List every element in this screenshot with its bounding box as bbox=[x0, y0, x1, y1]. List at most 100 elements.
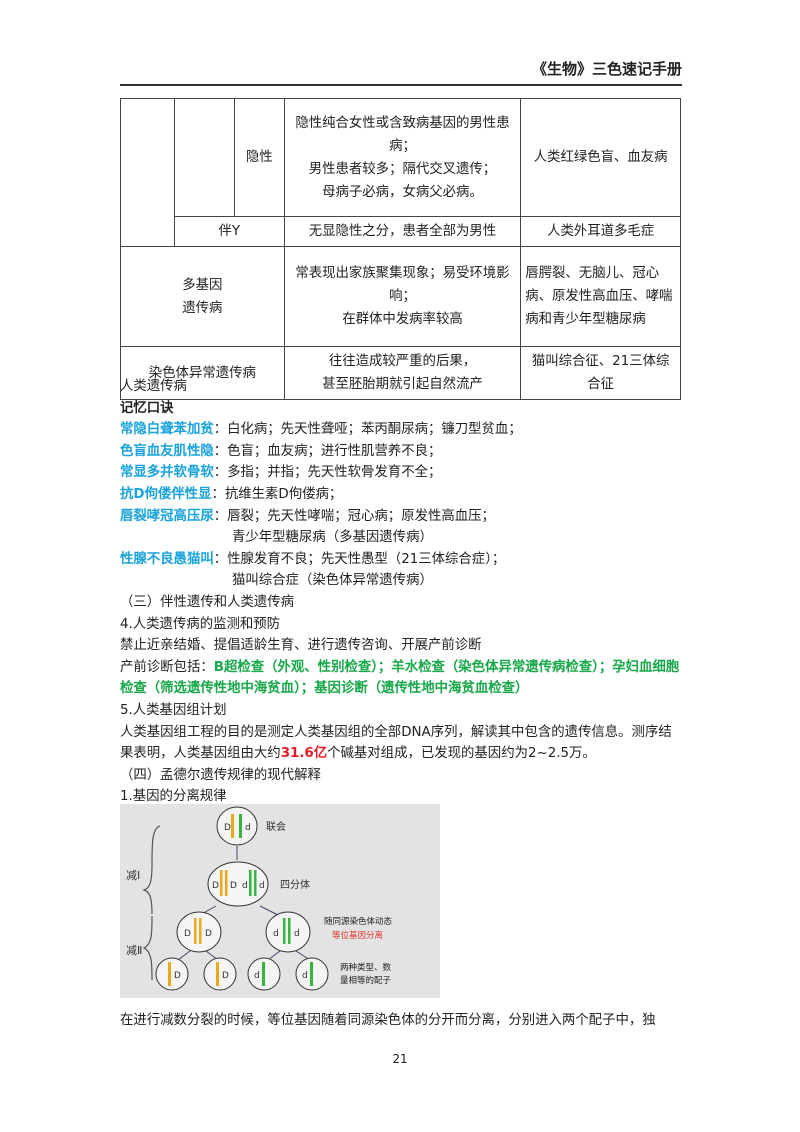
table-cell-chromosomal-feature: 往往造成较严重的后果， 甚至胚胎期就引起自然流产 bbox=[283, 346, 522, 400]
mnemonic-key: 色盲血友肌性隐 bbox=[120, 443, 214, 459]
prenatal-prefix: 产前诊断包括： bbox=[120, 659, 214, 675]
table-cell-polygenic-example: 唇腭裂、无脑儿、冠心病、原发性高血压、哮喘病和青少年型糖尿病 bbox=[520, 246, 681, 347]
note-gamete-types: 两种类型、数 bbox=[340, 962, 392, 973]
mnemonic-line: 性腺不良愚猫叫：性腺发育不良；先天性愚型（21三体综合症）； bbox=[120, 549, 685, 571]
table-cell-polygenic: 多基因 遗传病 bbox=[120, 246, 285, 347]
gene-label: D bbox=[230, 881, 237, 891]
table-cell-blank bbox=[173, 98, 235, 217]
chromosome-green bbox=[262, 962, 265, 986]
table-row: 多基因 遗传病 常表现出家族聚集现象；易受环境影响； 在群体中发病率较高 唇腭裂… bbox=[120, 246, 681, 347]
chromosome-yellow bbox=[194, 918, 197, 944]
mnemonic-key: 抗D佝偻伴性显 bbox=[120, 486, 212, 502]
table-cell-recessive: 隐性 bbox=[233, 98, 285, 217]
chromosome-green bbox=[239, 814, 242, 838]
gene-label: d bbox=[273, 929, 279, 939]
cell-tetrad bbox=[207, 861, 269, 907]
paragraph: 禁止近亲结婚、提倡适龄生育、进行遗传咨询、开展产前诊断 bbox=[120, 638, 482, 654]
gene-label: d bbox=[302, 971, 308, 981]
table-text: 母病子必病，女病父必病。 bbox=[322, 184, 483, 200]
table-cell-y-example: 人类外耳道多毛症 bbox=[520, 216, 681, 247]
bracket-meiosis1 bbox=[142, 825, 161, 915]
mnemonic-line: 常显多并软骨软：多指；并指；先天性软骨发育不全； bbox=[120, 462, 685, 484]
table-cell-recessive-example: 人类红绿色盲、血友病 bbox=[520, 98, 681, 217]
section-heading: 5.人类基因组计划 bbox=[120, 702, 227, 718]
table-cell-y-feature: 无显隐性之分，患者全部为男性 bbox=[283, 216, 522, 247]
genetic-disease-table: 隐性 隐性纯合女性或含致病基因的男性患病； 男性患者较多；隔代交叉遗传； 母病子… bbox=[120, 98, 681, 400]
header-title: 《生物》三色速记手册 bbox=[531, 60, 682, 78]
table-row: 伴Y 无显隐性之分，患者全部为男性 人类外耳道多毛症 bbox=[121, 216, 681, 247]
gene-label: d bbox=[259, 881, 265, 891]
table-text: 遗传病 bbox=[182, 300, 223, 316]
section-heading: 1.基因的分离规律 bbox=[120, 789, 227, 805]
table-cell-y-linked: 伴Y bbox=[173, 216, 285, 247]
table-text: 常表现出家族聚集现象；易受环境影响； bbox=[295, 266, 510, 304]
chromosome-green bbox=[254, 870, 257, 896]
gene-label: D bbox=[212, 881, 219, 891]
gene-label: D bbox=[222, 971, 229, 981]
section-heading: （三）伴性遗传和人类遗传病 bbox=[120, 594, 295, 610]
table-cell-chromosomal-example: 猫叫综合征、21三体综合征 bbox=[520, 346, 681, 400]
mnemonic-key: 性腺不良愚猫叫 bbox=[120, 551, 214, 567]
section-heading: 4.人类遗传病的监测和预防 bbox=[120, 616, 281, 632]
mnemonic-text: ：多指；并指；先天性软骨发育不全； bbox=[213, 465, 442, 481]
mnemonic-text: ：抗维生素D佝偻病； bbox=[211, 486, 343, 502]
mnemonic-text: ：白化病；先天性聋哑；苯丙酮尿病；镰刀型贫血； bbox=[213, 422, 522, 438]
genome-paragraph: 人类基因组工程的目的是测定人类基因组的全部DNA序列，解读其中包含的遗传信息。测… bbox=[120, 722, 685, 765]
gene-label: D bbox=[224, 823, 231, 833]
table-text: 往往造成较严重的后果， bbox=[328, 354, 477, 369]
gene-label: D bbox=[174, 971, 181, 981]
bracket-meiosis2 bbox=[142, 915, 153, 981]
gene-label: d bbox=[242, 881, 248, 891]
gamete-D bbox=[203, 957, 237, 991]
section-heading: （四）孟德尔遗传规律的现代解释 bbox=[120, 767, 321, 783]
note-gamete-equal: 量相等的配子 bbox=[340, 975, 392, 986]
table-text: 隐性纯合女性或含致病基因的男性患病； bbox=[295, 115, 510, 154]
chromosome-green bbox=[310, 962, 313, 986]
header-rule bbox=[120, 84, 682, 86]
mnemonic-line: 常隐白聋苯加贫：白化病；先天性聋哑；苯丙酮尿病；镰刀型贫血； bbox=[120, 419, 685, 441]
table-cell-chromosomal: 染色体异常遗传病 bbox=[120, 346, 285, 400]
prenatal-paragraph: 产前诊断包括：B超检查（外观、性别检查）；羊水检查（染色体异常遗传病检查）；孕妇… bbox=[120, 657, 685, 700]
mnemonic-continuation: 青少年型糖尿病（多基因遗传病） bbox=[232, 530, 433, 546]
mnemonic-line: 色盲血友肌性隐：色盲；血友病；进行性肌营养不良； bbox=[120, 441, 685, 463]
chromosome-yellow bbox=[231, 814, 234, 838]
arrow bbox=[177, 950, 191, 961]
arrow bbox=[267, 950, 281, 961]
caption: 人类遗传病 bbox=[120, 379, 187, 394]
mnemonic-line: 抗D佝偻伴性显：抗维生素D佝偻病； bbox=[120, 484, 685, 506]
mnemonic-line: 唇裂哮冠高压尿：唇裂；先天性哮喘；冠心病；原发性高血压； bbox=[120, 506, 685, 528]
mnemonic-title: 记忆口诀 bbox=[120, 400, 174, 416]
table-text: 男性患者较多；隔代交叉遗传； bbox=[308, 161, 497, 177]
label-synapsis: 联会 bbox=[266, 820, 286, 833]
label-meiosis1: 减Ⅰ bbox=[126, 869, 140, 882]
table-text: 在群体中发病率较高 bbox=[342, 312, 463, 327]
table-row: 染色体异常遗传病 往往造成较严重的后果， 甚至胚胎期就引起自然流产 猫叫综合征、… bbox=[120, 346, 681, 400]
gamete-D bbox=[155, 957, 189, 991]
table-cell-polygenic-feature: 常表现出家族聚集现象；易受环境影响； 在群体中发病率较高 bbox=[283, 246, 522, 347]
genome-text: 人类基因组工程的目的是测定人类基因组的全部DNA序列，解读其中包含的遗传信息。测… bbox=[120, 724, 672, 762]
mnemonic-key: 唇裂哮冠高压尿 bbox=[120, 508, 214, 524]
chromosome-yellow bbox=[220, 870, 223, 896]
genome-text: 个碱基对组成，已发现的基因约为2~2.5万。 bbox=[327, 746, 596, 762]
note-homolog-separation: 随同源染色体动态 bbox=[324, 916, 393, 927]
chromosome-green bbox=[249, 870, 252, 896]
genome-highlight: 31.6亿 bbox=[280, 746, 328, 762]
chromosome-yellow bbox=[216, 962, 219, 986]
label-tetrad: 四分体 bbox=[280, 879, 310, 891]
gene-label: D bbox=[184, 929, 191, 939]
chromosome-green bbox=[283, 918, 286, 944]
gene-label: D bbox=[205, 929, 212, 939]
gene-label: d bbox=[245, 823, 251, 833]
table-text: 甚至胚胎期就引起自然流产 bbox=[322, 377, 483, 392]
mnemonic-text: ：色盲；血友病；进行性肌营养不良； bbox=[213, 443, 442, 459]
table-row: 隐性 隐性纯合女性或含致病基因的男性患病； 男性患者较多；隔代交叉遗传； 母病子… bbox=[120, 98, 681, 247]
trailing-paragraph: 在进行减数分裂的时候，等位基因随着同源染色体的分开而分离，分别进入两个配子中，独 bbox=[120, 1013, 656, 1028]
gene-label: d bbox=[294, 929, 300, 939]
chromosome-yellow bbox=[225, 870, 228, 896]
note-allele-separation: 等位基因分离 bbox=[332, 930, 383, 941]
prenatal-highlight: B超检查（外观、性别检查）；羊水检查（染色体异常遗传病检查）；孕妇血细胞检查（筛… bbox=[120, 659, 680, 697]
mnemonic-text: ：性腺发育不良；先天性愚型（21三体综合症）； bbox=[213, 551, 506, 567]
cell-synapsis bbox=[216, 806, 258, 846]
segregation-diagram: 减Ⅰ 减Ⅱ D d 联会 D D d d 四分体 D D d d 随同源染色体动… bbox=[120, 804, 440, 998]
mnemonic-key: 常显多并软骨软 bbox=[120, 465, 214, 481]
